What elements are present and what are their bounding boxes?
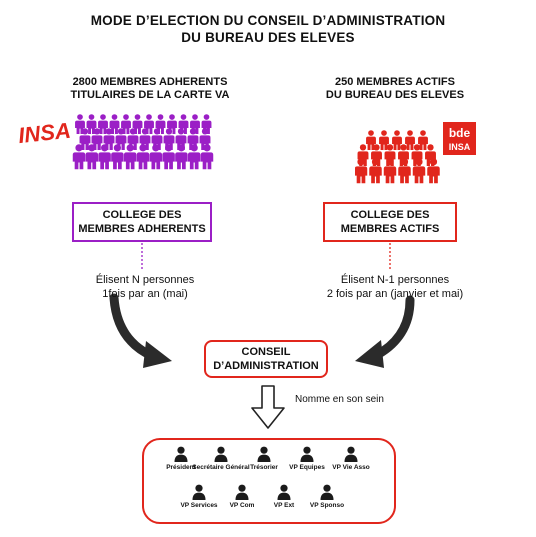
insa-logo-text: INSA xyxy=(17,118,72,146)
nomination-text: Nomme en son sein xyxy=(295,394,384,405)
person-icon xyxy=(162,144,175,170)
right-header-line-1: 250 MEMBRES ACTIFS xyxy=(334,76,455,88)
person-icon xyxy=(85,144,99,170)
person-icon xyxy=(192,484,206,500)
role-label: VP Equipes xyxy=(289,464,325,471)
person-icon xyxy=(123,144,137,170)
left-election-text: Élisent N personnes 1fois par an (mai) xyxy=(40,273,250,301)
role-label: VP Com xyxy=(229,502,255,509)
conseil-line-2: D’ADMINISTRATION xyxy=(213,360,319,372)
role-label: Président xyxy=(166,464,196,471)
role-vp-vie-asso: VP Vie Asso xyxy=(319,446,383,471)
role-pr-sident: Président xyxy=(149,446,213,471)
person-icon xyxy=(72,144,86,170)
left-header: 2800 MEMBRES ADHERENTS TITULAIRES DE LA … xyxy=(40,76,260,102)
left-header-line-2: TITULAIRES DE LA CARTE VA xyxy=(70,89,230,101)
left-election-line-2: 1fois par an (mai) xyxy=(102,288,188,300)
left-header-line-1: 2800 MEMBRES ADHERENTS xyxy=(72,76,228,88)
role-label: VP Ext xyxy=(273,502,295,509)
person-icon xyxy=(344,446,358,462)
right-curved-arrow-icon xyxy=(355,295,415,368)
right-election-line-1: Élisent N-1 personnes xyxy=(340,274,450,286)
conseil-administration-box: CONSEIL D’ADMINISTRATION xyxy=(204,340,328,378)
person-icon xyxy=(214,446,228,462)
person-icon xyxy=(175,144,188,170)
person-icon xyxy=(235,484,249,500)
left-curved-arrow-icon xyxy=(109,293,172,368)
right-election-text: Élisent N-1 personnes 2 fois par an (jan… xyxy=(290,273,500,301)
role-vp-ext: VP Ext xyxy=(252,484,316,509)
right-election-line-2: 2 fois par an (janvier et mai) xyxy=(326,288,464,300)
bde-logo-text: bde xyxy=(449,126,471,140)
person-icon xyxy=(277,484,291,500)
person-icon xyxy=(418,130,428,150)
person-icon xyxy=(149,144,163,170)
role-label: VP Vie Asso xyxy=(332,464,370,471)
bde-logo-insa-text: INSA xyxy=(449,142,471,152)
person-icon xyxy=(136,144,150,170)
college-membres-actifs-box: COLLEGE DES MEMBRES ACTIFS xyxy=(323,202,457,242)
college-adherents-line-2: MEMBRES ADHERENTS xyxy=(78,223,206,235)
left-election-line-1: Élisent N personnes xyxy=(95,274,195,286)
role-secr-taire-g-n-ral: Secrétaire Général xyxy=(189,446,253,471)
person-icon xyxy=(257,446,271,462)
person-icon xyxy=(383,158,397,184)
college-actifs-line-2: MEMBRES ACTIFS xyxy=(340,223,440,235)
person-icon xyxy=(392,130,402,150)
members-crowd-icon xyxy=(70,112,220,187)
title-line-1: MODE D’ELECTION DU CONSEIL D’ADMINISTRAT… xyxy=(90,13,446,28)
role-vp-services: VP Services xyxy=(167,484,231,509)
person-icon xyxy=(187,144,201,170)
insa-logo: INSA xyxy=(15,116,81,148)
page-title: MODE D’ELECTION DU CONSEIL D’ADMINISTRAT… xyxy=(0,12,536,46)
hollow-down-arrow-icon xyxy=(251,385,285,429)
right-header: 250 MEMBRES ACTIFS DU BUREAU DES ELEVES xyxy=(290,76,500,102)
bureau-roles-box xyxy=(142,438,396,524)
person-icon xyxy=(405,130,415,150)
role-vp-equipes: VP Equipes xyxy=(275,446,339,471)
person-icon xyxy=(379,130,389,150)
person-icon xyxy=(111,144,124,170)
person-icon xyxy=(320,484,334,500)
role-label: Trésorier xyxy=(250,464,278,471)
role-tr-sorier: Trésorier xyxy=(232,446,296,471)
bde-insa-logo: bde INSA xyxy=(443,122,476,155)
person-icon xyxy=(427,158,440,184)
active-members-crowd-icon xyxy=(354,128,440,190)
person-icon xyxy=(300,446,314,462)
college-actifs-line-1: COLLEGE DES xyxy=(350,209,430,221)
person-icon xyxy=(174,446,188,462)
person-icon xyxy=(369,158,382,184)
conseil-line-1: CONSEIL xyxy=(241,346,291,358)
role-label: VP Services xyxy=(180,502,218,509)
person-icon xyxy=(98,114,108,134)
title-line-2: DU BUREAU DES ELEVES xyxy=(181,30,355,45)
person-icon xyxy=(98,144,111,170)
role-label: VP Sponso xyxy=(309,502,345,509)
person-icon xyxy=(398,158,411,184)
person-icon xyxy=(354,158,368,184)
role-label: Secrétaire Général xyxy=(192,464,250,471)
college-adherents-line-1: COLLEGE DES xyxy=(102,209,182,221)
college-membres-adherents-box: COLLEGE DES MEMBRES ADHERENTS xyxy=(72,202,212,242)
person-icon xyxy=(200,144,214,170)
role-vp-com: VP Com xyxy=(210,484,274,509)
right-header-line-2: DU BUREAU DES ELEVES xyxy=(325,89,465,101)
person-icon xyxy=(412,158,426,184)
role-vp-sponso: VP Sponso xyxy=(295,484,359,509)
